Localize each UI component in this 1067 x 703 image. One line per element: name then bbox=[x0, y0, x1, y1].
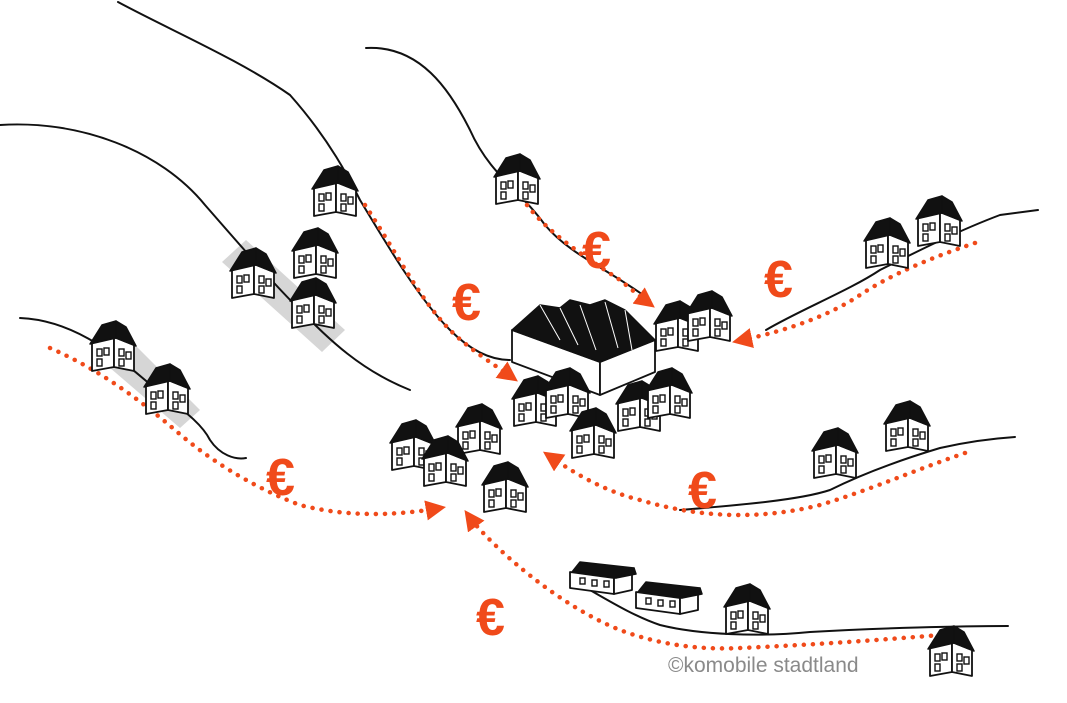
house-icon bbox=[863, 217, 911, 269]
euro-labels: € € € € € € bbox=[266, 222, 793, 647]
house-icon bbox=[723, 583, 771, 635]
money-flows bbox=[47, 202, 978, 651]
house-icon bbox=[89, 320, 137, 372]
house-icon bbox=[685, 290, 733, 342]
euro-symbol: € bbox=[266, 449, 295, 507]
house-icon bbox=[915, 195, 963, 247]
house-icon bbox=[291, 227, 339, 279]
house-icon bbox=[811, 427, 859, 479]
roads bbox=[0, 1, 1039, 636]
money-flow-arrow bbox=[47, 345, 446, 521]
road bbox=[571, 579, 1009, 636]
house-icon bbox=[289, 277, 337, 329]
money-flow-arrow bbox=[464, 510, 943, 651]
house-icon bbox=[493, 153, 541, 205]
house-icon bbox=[883, 400, 931, 452]
euro-symbol: € bbox=[764, 251, 793, 309]
road bbox=[0, 123, 411, 391]
euro-symbol: € bbox=[452, 274, 481, 332]
money-flow-arrow bbox=[542, 450, 968, 518]
euro-symbol: € bbox=[476, 589, 505, 647]
house-icon bbox=[455, 403, 503, 455]
bungalow-icon bbox=[635, 581, 703, 615]
house-icon bbox=[311, 165, 359, 217]
euro-symbol: € bbox=[688, 462, 717, 520]
road bbox=[765, 209, 1039, 331]
money-flow-arrow bbox=[362, 202, 518, 382]
house-icon bbox=[645, 367, 693, 419]
bungalow-icon bbox=[569, 561, 637, 595]
houses bbox=[89, 153, 975, 677]
copyright-notice: ©komobile stadtland bbox=[668, 654, 859, 677]
money-flow-arrow bbox=[732, 240, 978, 348]
road bbox=[679, 436, 1016, 511]
money-flow-arrow bbox=[524, 202, 655, 308]
house-icon bbox=[927, 625, 975, 677]
house-icon bbox=[481, 461, 529, 513]
euro-symbol: € bbox=[582, 222, 611, 280]
